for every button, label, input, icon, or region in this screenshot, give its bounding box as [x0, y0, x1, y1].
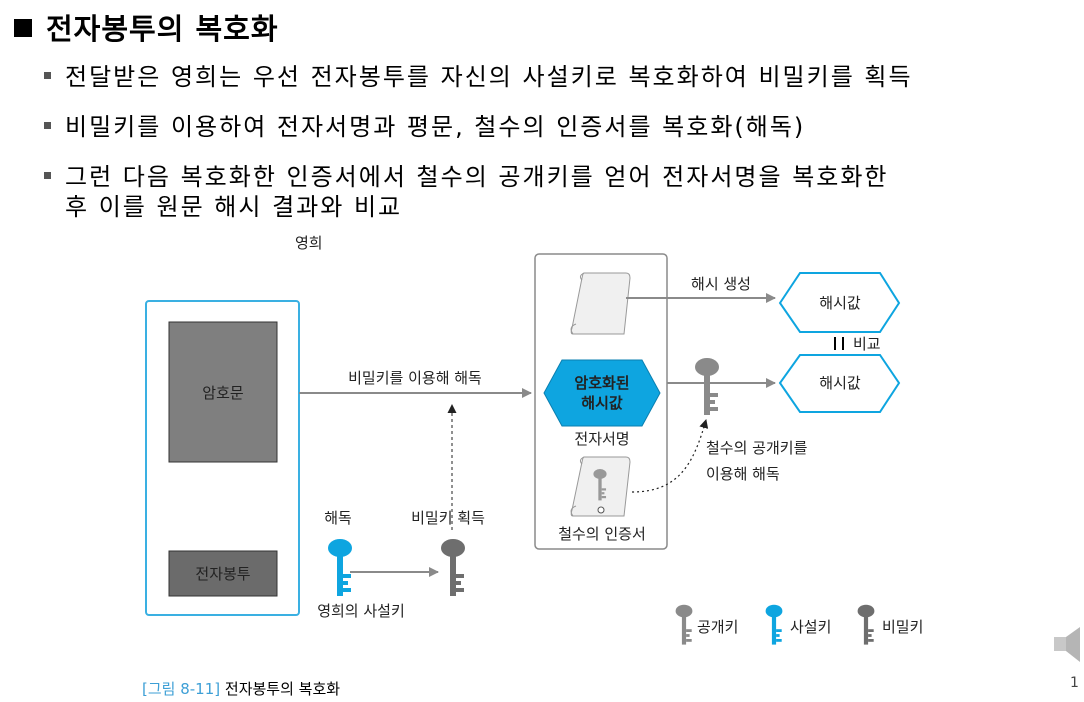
decode-label: 해독	[324, 509, 352, 527]
title-text: 전자봉투의 복호화	[46, 12, 279, 46]
bullet-2-text: 비밀키를 이용하여 전자서명과 평문, 철수의 인증서를 복호화(해독)	[65, 113, 806, 141]
bullet-3-text-cont: 후 이를 원문 해시 결과와 비교	[65, 193, 403, 221]
legend-private-key-icon	[765, 604, 783, 645]
legend-public-key-icon	[675, 604, 693, 645]
ciphertext-label: 암호문	[202, 384, 244, 402]
envelope-label: 전자봉투	[195, 565, 250, 583]
hash-value-2-hex	[778, 354, 901, 413]
slide-title: 전자봉투의 복호화	[14, 6, 279, 48]
younghee-private-key-icon	[328, 539, 352, 596]
legend-private-label: 사설키	[790, 618, 831, 636]
younghee-label: 영희	[295, 234, 323, 252]
hash-generate-label: 해시 생성	[691, 275, 751, 293]
younghee-private-label: 영희의 사설키	[317, 602, 405, 620]
legend-secret-label: 비밀키	[882, 618, 923, 636]
encrypted-hash-hex	[543, 359, 661, 427]
public-decrypt-label-2: 이용해 해독	[706, 465, 780, 483]
legend-secret-key-icon	[857, 604, 875, 645]
bullet-2: 비밀키를 이용하여 전자서명과 평문, 철수의 인증서를 복호화(해독)	[44, 112, 805, 142]
caption-number: [그림 8-11]	[142, 680, 221, 698]
public-decrypt-label-1: 철수의 공개키를	[706, 439, 808, 457]
title-square-icon	[14, 19, 32, 37]
decrypt-with-secret-label: 비밀키를 이용해 해독	[348, 369, 482, 387]
bullet-square-icon	[44, 122, 51, 129]
caption-text: 전자봉투의 복호화	[224, 680, 341, 698]
legend-public-label: 공개키	[697, 618, 738, 636]
page-number: 1	[1070, 675, 1079, 691]
encrypted-hash-label-2: 해시값	[581, 394, 623, 412]
bullet-3-text: 그런 다음 복호화한 인증서에서 철수의 공개키를 얻어 전자서명을 복호화한	[65, 163, 889, 191]
chulsoo-public-key-icon	[695, 358, 719, 415]
figure-caption: [그림 8-11] 전자봉투의 복호화	[142, 678, 340, 699]
plaintext-scroll-icon	[570, 272, 631, 335]
bullet-square-icon	[44, 72, 51, 79]
bullet-1-text: 전달받은 영희는 우선 전자봉투를 자신의 사설키로 복호화하여 비밀키를 획득	[65, 63, 913, 91]
bullet-1: 전달받은 영희는 우선 전자봉투를 자신의 사설키로 복호화하여 비밀키를 획득	[44, 62, 913, 92]
bullet-square-icon	[44, 172, 51, 179]
hash-value-1-hex	[778, 272, 901, 333]
certificate-to-public-key-dotted-arrow	[631, 419, 709, 493]
speaker-icon[interactable]	[1054, 627, 1080, 662]
envelope-box	[168, 550, 278, 597]
hash-value-1-label: 해시값	[819, 294, 861, 312]
compare-label: 비교	[853, 335, 881, 353]
certificate-label: 철수의 인증서	[558, 525, 646, 543]
certificate-scroll-icon	[570, 456, 631, 517]
digital-signature-label: 전자서명	[574, 430, 629, 448]
hash-value-2-label: 해시값	[819, 374, 861, 392]
ciphertext-box	[168, 321, 278, 463]
secret-key-icon	[441, 539, 465, 596]
encrypted-hash-label-1: 암호화된	[574, 374, 629, 392]
secret-obtain-label: 비밀키 획득	[411, 509, 485, 527]
